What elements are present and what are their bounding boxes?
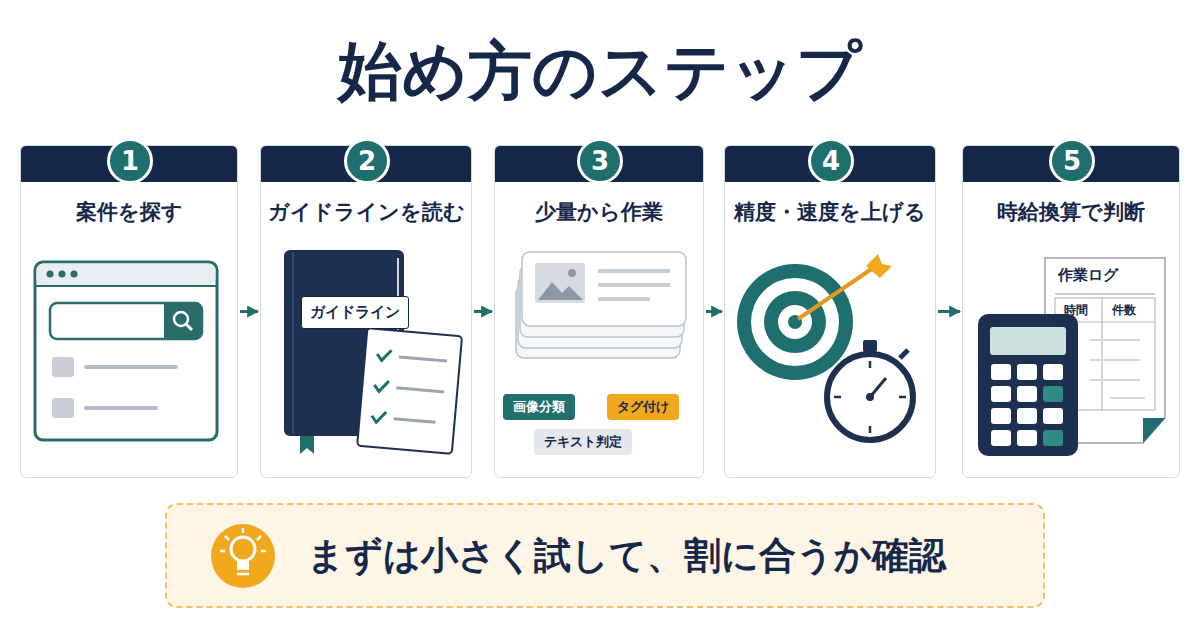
step-number-text: 5 bbox=[1063, 146, 1081, 176]
step-card: 少量から作業 3 画像分類 タグ付けテキスト判定 bbox=[494, 145, 704, 478]
step-heading: 時給換算で判断 bbox=[963, 198, 1179, 226]
step-card: 精度・速度を上げる 4 bbox=[724, 145, 936, 478]
bulb-icon bbox=[211, 524, 275, 588]
step-card: ガイドラインを読む 2 ガイドライン bbox=[260, 145, 472, 478]
node-text: タグ付け bbox=[617, 398, 669, 416]
callout-box: まずは小さく試して、割に合うか確認 bbox=[165, 503, 1045, 608]
sheet-title: 作業ログ bbox=[1058, 266, 1118, 285]
diagram-title: 始め方のステップ bbox=[0, 28, 1200, 115]
table-header: 件数 bbox=[1112, 302, 1136, 319]
step-number-text: 2 bbox=[358, 146, 376, 176]
step-number-text: 1 bbox=[121, 146, 139, 176]
step-number: 2 bbox=[344, 138, 390, 184]
step-arrow bbox=[240, 310, 258, 313]
book-label: ガイドライン bbox=[301, 296, 409, 329]
step-heading: 案件を探す bbox=[21, 198, 237, 226]
callout-ground bbox=[165, 503, 1045, 608]
step-number-text: 4 bbox=[822, 146, 840, 176]
node-text: ガイドライン bbox=[310, 303, 400, 322]
node-text: テキスト判定 bbox=[544, 433, 622, 451]
step-heading: 精度・速度を上げる bbox=[725, 198, 935, 226]
task-tag: 画像分類 bbox=[503, 394, 575, 420]
table-header: 時間 bbox=[1064, 302, 1088, 319]
step-heading: 少量から作業 bbox=[495, 198, 703, 226]
step-number: 1 bbox=[107, 138, 153, 184]
step-number-text: 3 bbox=[591, 146, 609, 176]
step-card: 案件を探す 1 bbox=[20, 145, 238, 478]
step-number: 5 bbox=[1049, 138, 1095, 184]
node-text: 画像分類 bbox=[513, 398, 565, 416]
step-heading: ガイドラインを読む bbox=[261, 198, 471, 226]
step-number: 3 bbox=[577, 138, 623, 184]
step-arrow bbox=[474, 310, 492, 313]
task-tag: タグ付け bbox=[607, 394, 679, 420]
step-arrow bbox=[706, 310, 722, 313]
step-arrow bbox=[938, 310, 960, 313]
step-number: 4 bbox=[808, 138, 854, 184]
task-tag: テキスト判定 bbox=[534, 429, 632, 455]
node-text: まずは小さく試して、割に合うか確認 bbox=[307, 531, 946, 581]
